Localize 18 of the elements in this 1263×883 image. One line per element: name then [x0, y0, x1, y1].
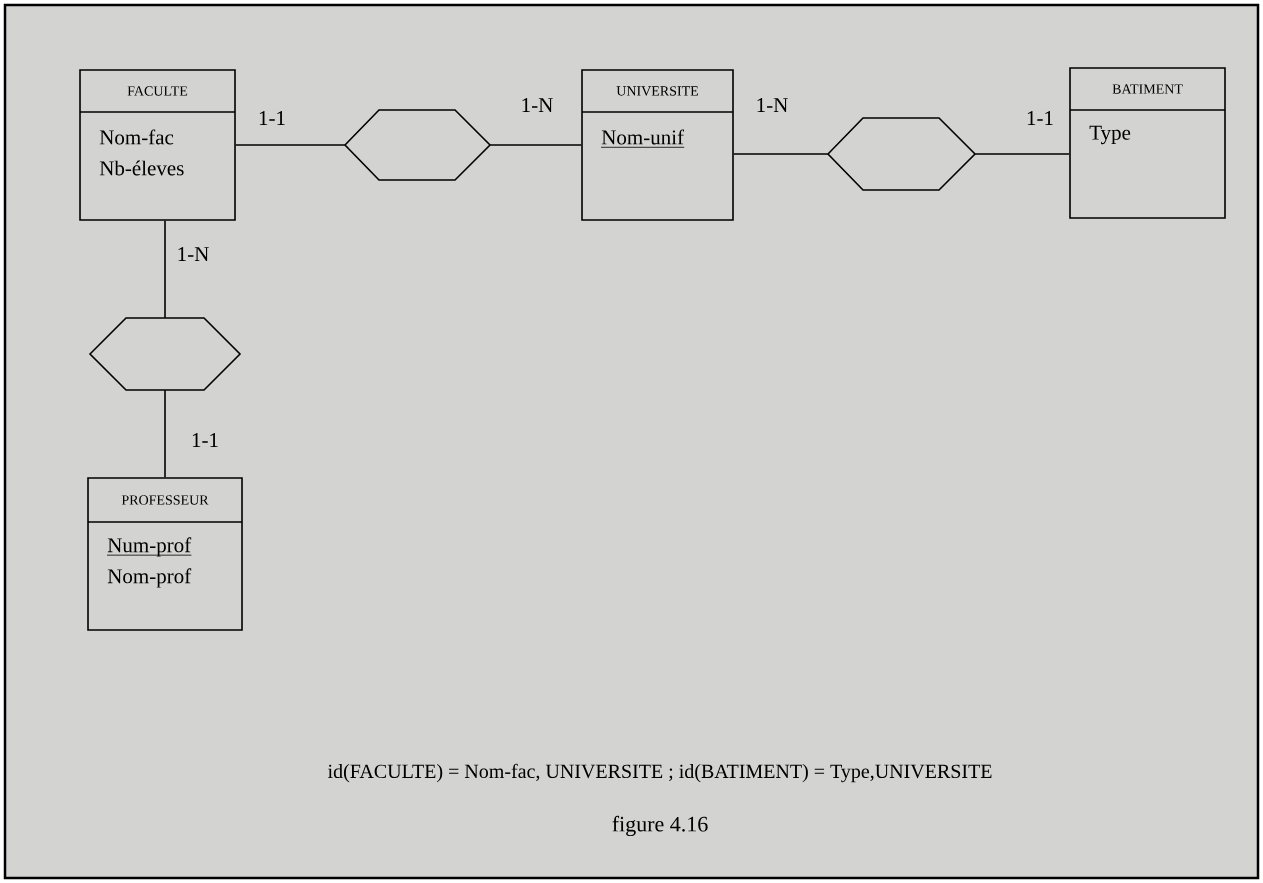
cardinality-label: 1-N: [175, 246, 211, 262]
cardinality-label: 1-1: [1025, 110, 1055, 126]
entity-box: PROFESSEUR Num-prof Nom-prof: [87, 477, 243, 631]
connector-line: [974, 153, 1070, 155]
connector-line: [164, 389, 166, 478]
connector-line: [733, 153, 829, 155]
entity-box: FACULTE Nom-fac Nb-éleves: [79, 69, 236, 221]
figure-caption: figure 4.16: [612, 815, 708, 837]
cardinality-label: 1-N: [754, 97, 790, 113]
entity-box: UNIVERSITE Nom-unif: [581, 69, 734, 221]
cardinality-label: 1-1: [257, 110, 287, 126]
identifier-note: id(FACULTE) = Nom-fac, UNIVERSITE ; id(BATIMENT) = Type,UNIVERSITE: [327, 763, 992, 783]
connector-line: [489, 144, 582, 146]
entity-box: BATIMENT Type: [1069, 67, 1226, 219]
connector-line: [164, 220, 166, 319]
cardinality-label: 1-1: [190, 432, 220, 448]
cardinality-label: 1-N: [519, 97, 555, 113]
connector-line: [235, 144, 346, 146]
